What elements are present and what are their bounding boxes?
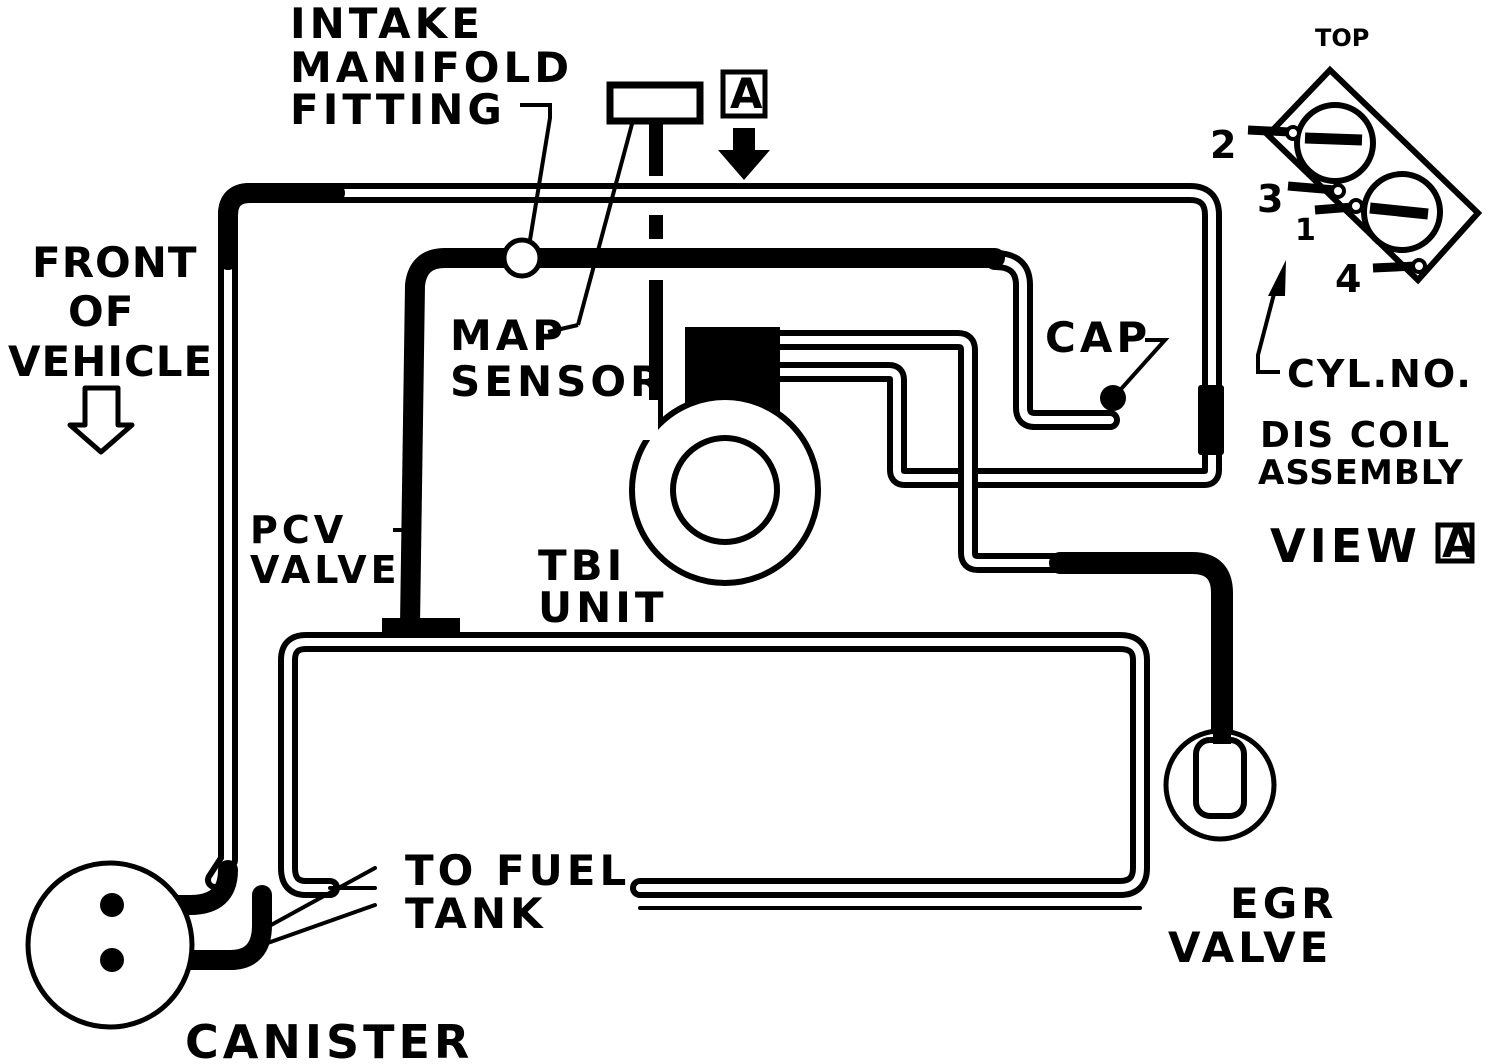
front-of-vehicle-label-1: FRONT [32,238,198,287]
tbi-unit-label-2: UNIT [538,583,668,632]
view-a-marker-box [720,69,768,119]
egr-valve-label-1: EGR [1230,879,1338,928]
pcv-valve-label-2: VALVE [250,548,401,592]
front-of-vehicle-label-2: OF [68,287,134,336]
top-label: TOP [1315,24,1369,52]
map-sensor-label-1: MAP [450,311,567,360]
view-a-marker-letter: A [730,69,763,118]
cap-label: CAP [1045,313,1151,362]
dis-coil-assembly [1247,65,1483,285]
intake-manifold-label-1: INTAKE [290,0,484,48]
cyl-1-label: 1 [1295,213,1316,248]
cyl-3-label: 3 [1257,177,1283,221]
front-of-vehicle-arrow [67,385,135,455]
dis-connector [1198,385,1224,455]
intake-manifold-label-2: MANIFOLD [290,43,573,92]
map-sensor-label-2: SENSOR [450,357,666,406]
pcv-valve-body [382,618,460,636]
intake-leader [520,103,552,241]
view-a-down-arrow [718,128,770,180]
cyl-2-label: 2 [1210,123,1236,167]
tbi-unit [629,327,821,586]
map-sensor-stem [649,121,663,176]
hose-cap-loop [985,250,1120,430]
cyl-no-pointer [1256,260,1286,374]
map-sensor [606,81,704,125]
to-fuel-tank-label-2: TANK [405,889,547,938]
egr-valve [1163,722,1277,842]
canister [25,860,195,1030]
dis-coil-label-2: ASSEMBLY [1258,453,1464,493]
hose-top-heavy-segment [218,183,345,270]
view-a-label-box [1435,522,1475,564]
canister-port-lower [100,948,124,972]
to-fuel-tank-label-1: TO FUEL [405,846,630,895]
cap-leader [1111,338,1170,400]
cyl-no-label: CYL.NO. [1287,352,1473,396]
tbi-unit-label-1: TBI [538,541,626,590]
view-a-label: VIEW [1270,519,1421,573]
egr-valve-label-2: VALVE [1168,923,1332,972]
canister-label: CANISTER [185,1015,473,1064]
canister-port-upper [100,893,124,917]
hose-pcv-loop [278,632,1150,910]
hose-egr [765,330,1233,761]
hose-intake-manifold [400,248,1005,635]
view-a-label-letter: A [1442,518,1475,567]
pcv-valve-label-1: PCV [250,508,347,552]
map-sensor-stem-dash-1 [649,215,663,239]
front-of-vehicle-label-3: VEHICLE [8,337,213,386]
canister-hoses [102,860,377,970]
dis-coil-label-1: DIS COIL [1260,415,1451,456]
intake-manifold-label-3: FITTING [290,85,506,134]
cyl-4-label: 4 [1335,257,1361,301]
intake-manifold-fitting [501,237,543,279]
pcv-leader [393,528,414,619]
map-sensor-leader [576,123,634,326]
